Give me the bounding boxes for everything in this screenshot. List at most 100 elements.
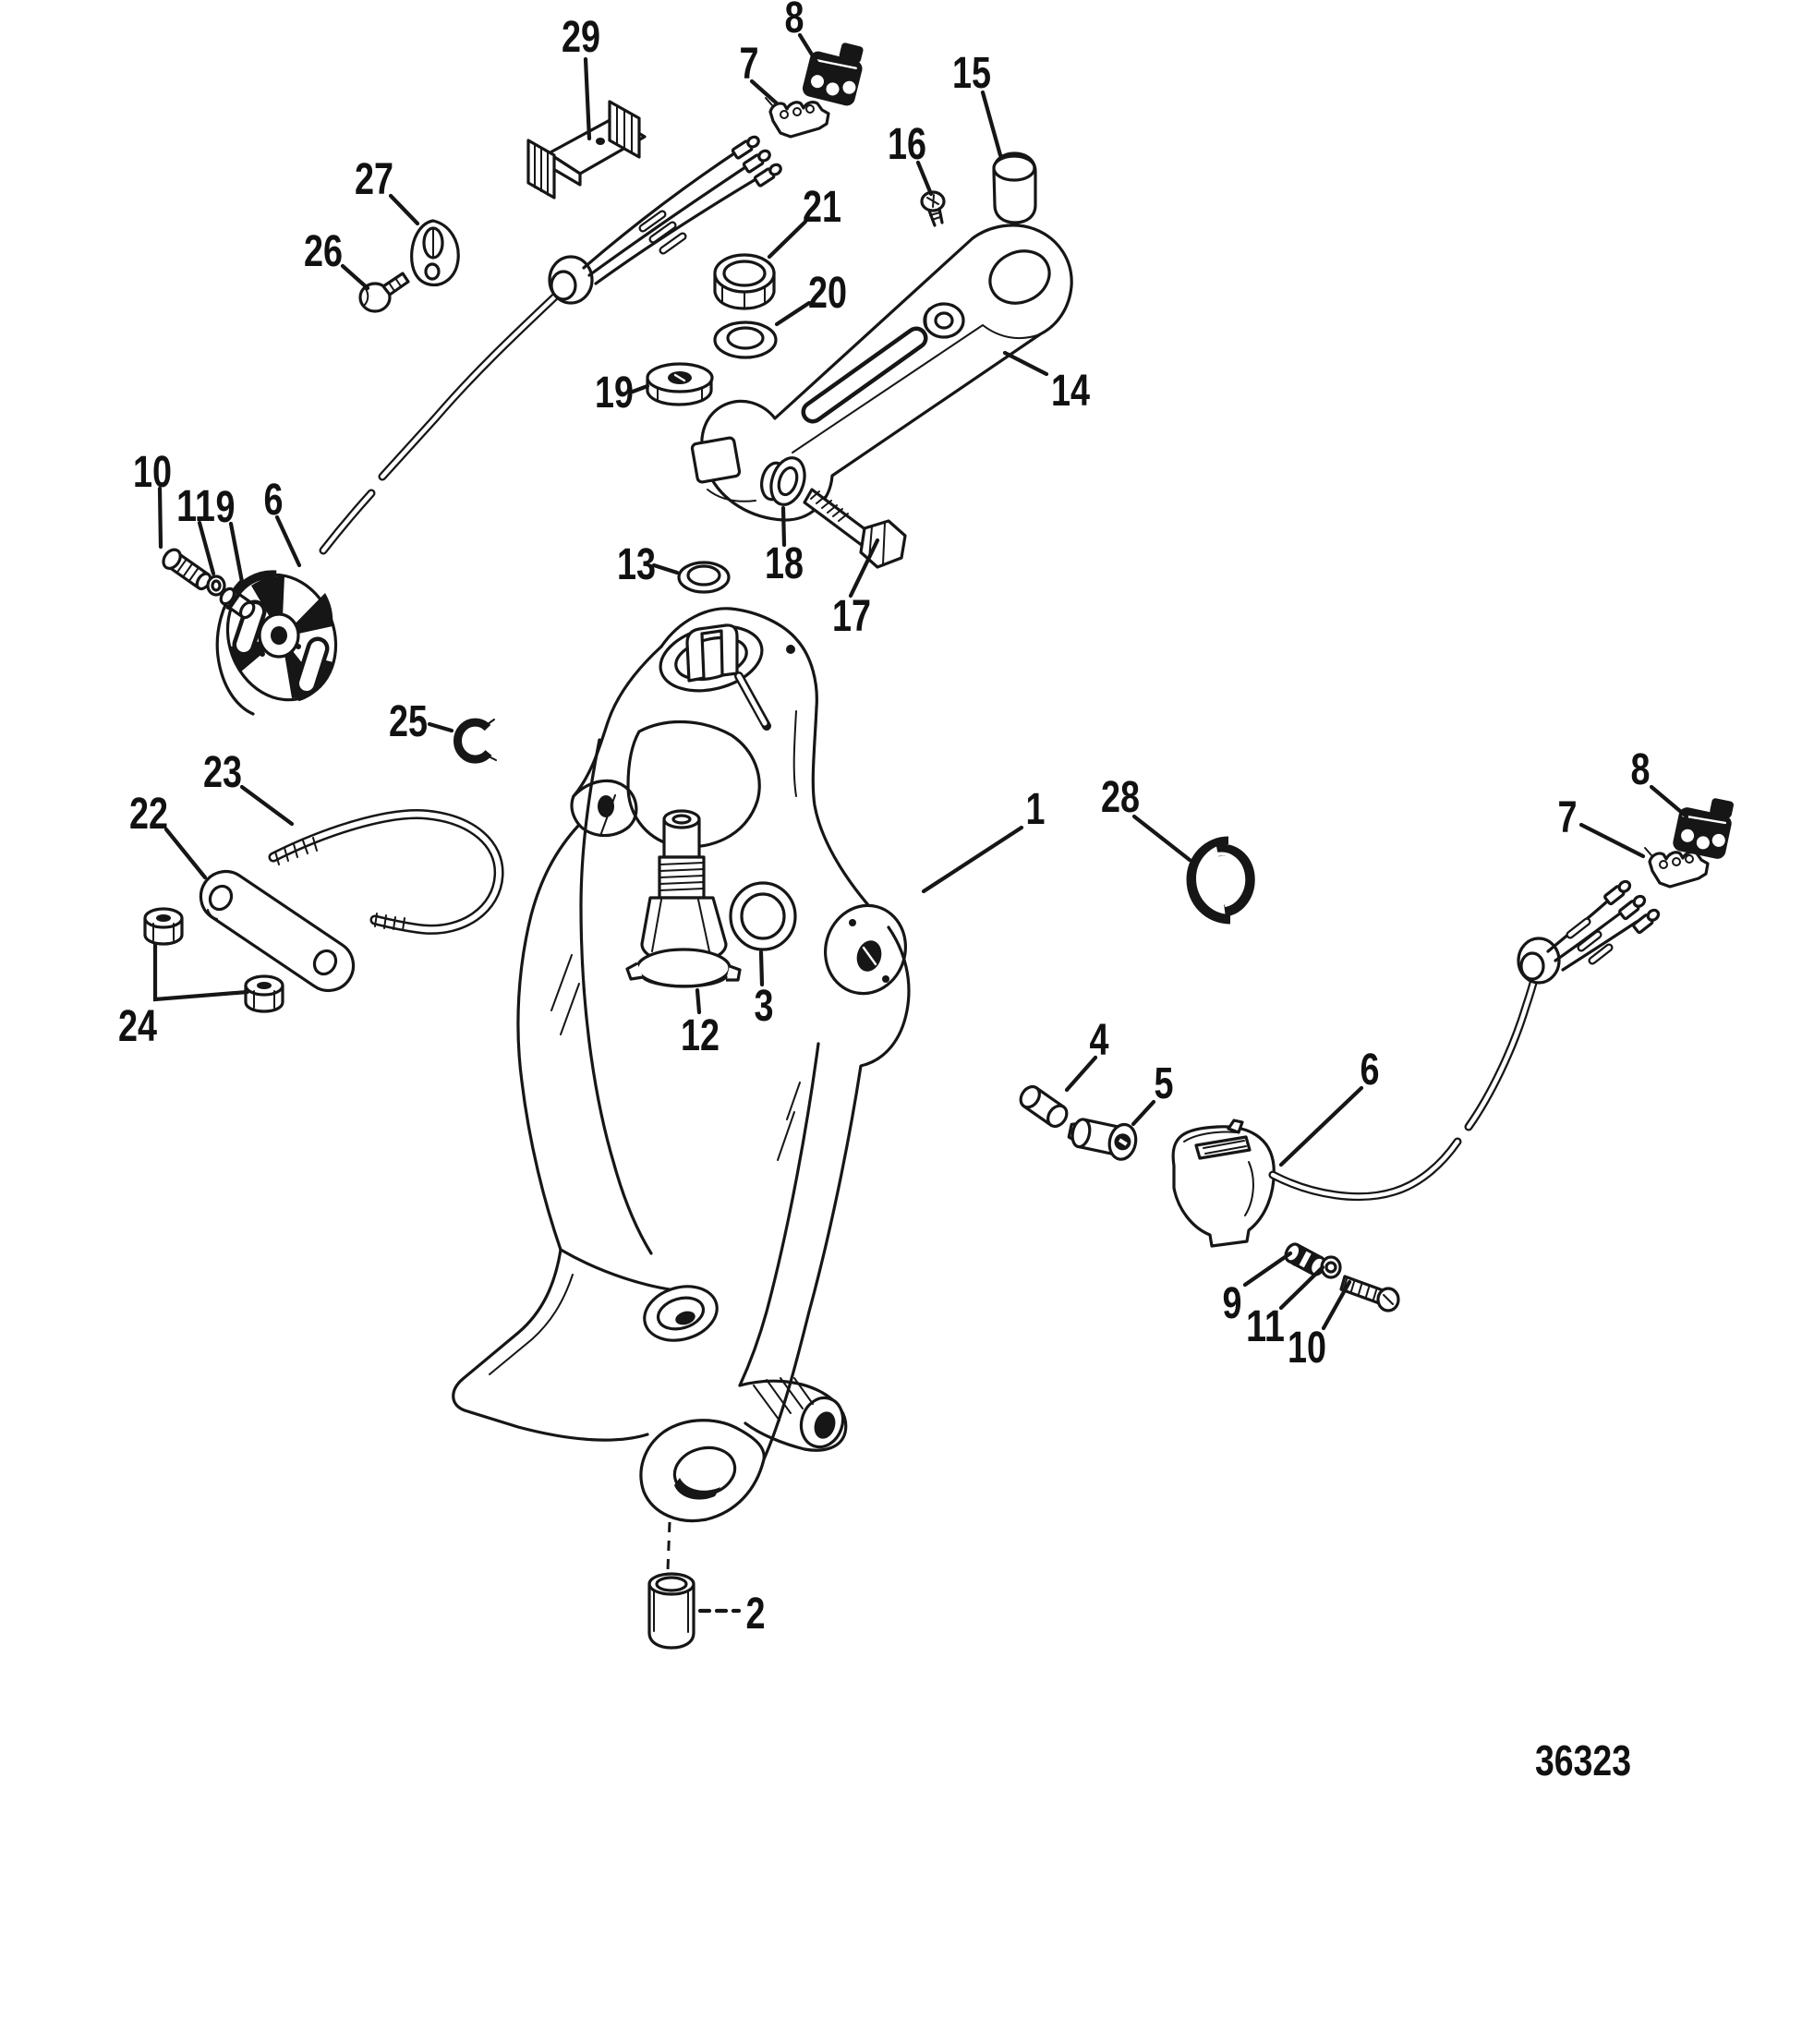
part-callout-29: 29: [562, 13, 600, 62]
link-plate-22: [199, 869, 356, 993]
nut-24a: [143, 907, 184, 946]
leader-line-19: [630, 383, 650, 394]
leader-line-6-right: [1278, 1085, 1364, 1167]
part-callout-6-left: 6: [264, 476, 284, 525]
leader-line-10-left: [157, 486, 163, 550]
part-callout-9-left: 9: [216, 483, 236, 532]
part-callout-26: 26: [304, 227, 343, 276]
part-callout-5: 5: [1155, 1059, 1174, 1108]
locknut-21: [713, 253, 776, 310]
part-callout-19: 19: [595, 369, 634, 417]
screw-26: [358, 272, 410, 313]
washer-11-right: [1320, 1255, 1342, 1279]
leader-line-6-left: [274, 514, 302, 568]
sender-cable-left: [319, 135, 782, 555]
leader-line-23: [239, 784, 295, 827]
plug-5: [1067, 1118, 1138, 1161]
leader-line-8-right: [1649, 784, 1689, 819]
part-callout-16: 16: [888, 120, 926, 169]
bolt-10-left: [162, 548, 212, 591]
part-callout-11-right: 11: [1246, 1302, 1285, 1351]
o-ring-3: [729, 881, 797, 951]
leader-line-7-top: [749, 79, 780, 106]
u-bolt-23: [268, 809, 504, 935]
part-callout-20: 20: [808, 269, 847, 318]
shift-shaft-sender-12: [625, 809, 742, 988]
part-callout-23: 23: [203, 748, 242, 797]
part-callout-28: 28: [1101, 773, 1140, 822]
leader-line-29: [583, 56, 592, 141]
leader-line-3: [758, 949, 765, 987]
washer-13: [677, 561, 731, 594]
leader-line-24: [152, 942, 250, 1002]
part-callout-24: 24: [118, 1002, 157, 1051]
part-callout-27: 27: [355, 155, 393, 204]
part-callout-8-top: 8: [785, 0, 804, 42]
bolt-17: [803, 488, 907, 569]
leader-line-9-left: [228, 521, 246, 589]
leader-line-9-right: [1242, 1251, 1293, 1288]
leader-line-11-right: [1278, 1264, 1325, 1311]
bushing-2: [647, 1572, 695, 1650]
sender-cable-right: [1268, 879, 1661, 1202]
washer-18: [769, 456, 806, 506]
washer-20: [713, 321, 778, 359]
screw-10-right: [1339, 1275, 1400, 1312]
leader-line-5: [1131, 1099, 1156, 1127]
nut-19: [646, 362, 714, 406]
steering-arm: [690, 224, 1073, 522]
part-callout-17: 17: [832, 592, 871, 641]
spacer-9-right: [1284, 1242, 1326, 1276]
cam-plate-27: [410, 219, 460, 287]
leader-line-1: [921, 825, 1024, 894]
part-callout-22: 22: [129, 790, 168, 839]
leader-line-17: [848, 538, 880, 599]
leader-line-4: [1064, 1055, 1098, 1093]
leader-line-25: [427, 721, 454, 733]
connector-retainer-7-top: [765, 97, 830, 139]
bushing-15: [992, 151, 1037, 224]
part-callout-10-right: 10: [1288, 1324, 1326, 1373]
part-callout-18: 18: [765, 539, 804, 588]
connector-8-right: [1673, 798, 1734, 859]
gimbal-ring: [452, 607, 911, 1571]
connector-8-top: [802, 42, 864, 106]
leader-line-13: [651, 562, 680, 575]
retaining-clip-25: [454, 718, 497, 764]
part-callout-2: 2: [746, 1590, 766, 1639]
nut-24b: [244, 974, 284, 1013]
wire-bracket-29: [526, 100, 647, 200]
part-callout-11-left: 11: [176, 482, 215, 531]
leader-line-16: [915, 160, 934, 197]
leader-line-21: [767, 219, 808, 260]
part-callout-21: 21: [803, 183, 841, 232]
leader-line-11-left: [197, 520, 216, 576]
part-callout-14: 14: [1051, 367, 1090, 416]
part-callout-13: 13: [617, 540, 656, 589]
part-callout-10-left: 10: [133, 448, 172, 497]
part-callout-15: 15: [952, 49, 991, 98]
spacer-9-left: [219, 587, 256, 620]
screw-16: [920, 190, 946, 227]
leader-line-12: [695, 987, 702, 1015]
leader-line-20: [774, 300, 812, 327]
part-callout-25: 25: [389, 697, 428, 746]
leader-line-28: [1131, 814, 1192, 863]
part-callout-8-right: 8: [1631, 745, 1651, 794]
drawing-number: 36323: [1535, 1736, 1631, 1784]
leader-line-18: [780, 505, 787, 548]
leader-line-8-top: [797, 32, 827, 77]
leader-line-26: [340, 263, 370, 291]
part-callout-12: 12: [681, 1011, 720, 1060]
part-callout-3: 3: [755, 982, 774, 1031]
washer-11-left: [206, 574, 226, 597]
leader-line-15: [980, 90, 1003, 158]
leader-line-7-right: [1578, 822, 1646, 859]
part-callout-9-right: 9: [1223, 1279, 1242, 1328]
leader-line-14: [1002, 350, 1049, 377]
leader-line-27: [388, 193, 420, 226]
trim-sender-left: [215, 570, 338, 716]
part-callout-7-right: 7: [1558, 793, 1578, 842]
